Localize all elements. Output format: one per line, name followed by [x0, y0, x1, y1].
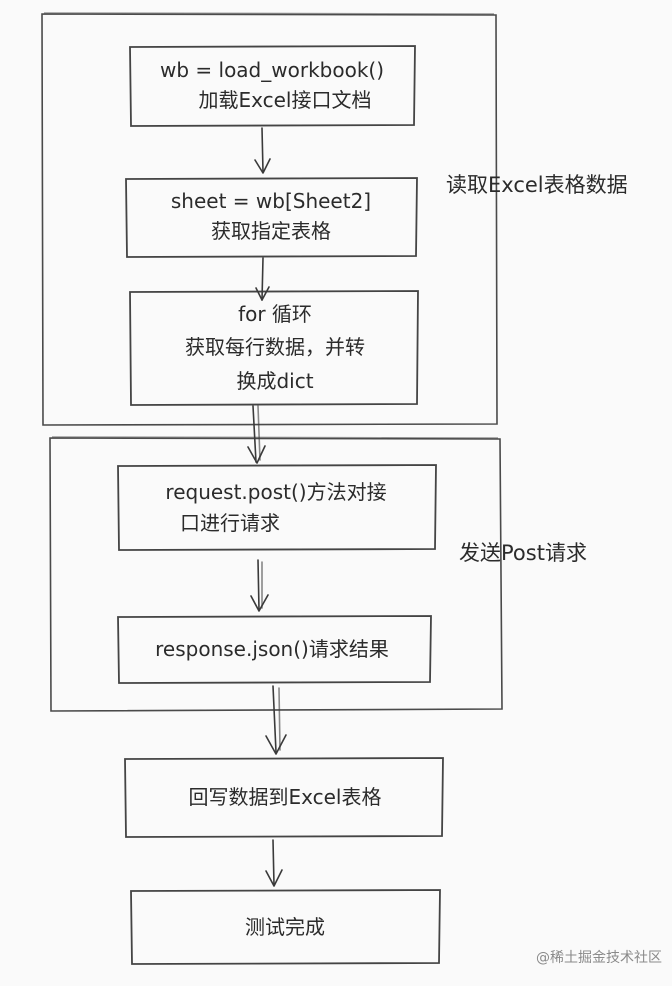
step-test-done-line-1: 测试完成	[245, 915, 325, 939]
step-load-workbook: wb = load_workbook() 加载Excel接口文档	[129, 45, 416, 127]
group-send-post: 发送Post请求	[49, 436, 587, 712]
step-for-loop-line-3: 换成dict	[236, 369, 313, 393]
step-request-post-line-1: request.post()方法对接	[165, 480, 386, 504]
group-send-post-label: 发送Post请求	[459, 541, 587, 565]
step-write-back: 回写数据到Excel表格	[124, 757, 444, 838]
step-request-post: request.post()方法对接 口进行请求	[117, 464, 437, 551]
arrow-response-to-write	[265, 685, 287, 755]
step-test-done: 测试完成	[130, 889, 441, 965]
arrow-loop-to-request	[247, 405, 266, 464]
step-for-loop: for 循环 获取每行数据，并转 换成dict	[129, 290, 419, 406]
step-get-sheet-line-2: 获取指定表格	[211, 219, 331, 243]
step-for-loop-line-2: 获取每行数据，并转	[185, 335, 365, 359]
arrow-load-to-sheet	[254, 127, 271, 174]
group-read-excel: 读取Excel表格数据	[41, 12, 628, 426]
step-request-post-line-2: 口进行请求	[180, 511, 280, 535]
arrow-write-to-done	[265, 839, 283, 887]
step-load-workbook-line-1: wb = load_workbook()	[160, 58, 384, 82]
step-for-loop-line-1: for 循环	[238, 302, 312, 326]
arrow-request-to-response	[250, 559, 269, 612]
step-response-json: response.json()请求结果	[117, 615, 432, 684]
step-get-sheet-line-1: sheet = wb[Sheet2]	[171, 189, 371, 213]
group-read-excel-label: 读取Excel表格数据	[446, 173, 628, 197]
step-get-sheet: sheet = wb[Sheet2] 获取指定表格	[125, 177, 418, 258]
watermark-text: @稀土掘金技术社区	[536, 950, 662, 966]
step-load-workbook-line-2: 加载Excel接口文档	[199, 88, 372, 112]
arrow-sheet-to-loop	[255, 257, 270, 301]
step-response-json-line-1: response.json()请求结果	[155, 637, 389, 661]
step-write-back-line-1: 回写数据到Excel表格	[189, 785, 382, 809]
